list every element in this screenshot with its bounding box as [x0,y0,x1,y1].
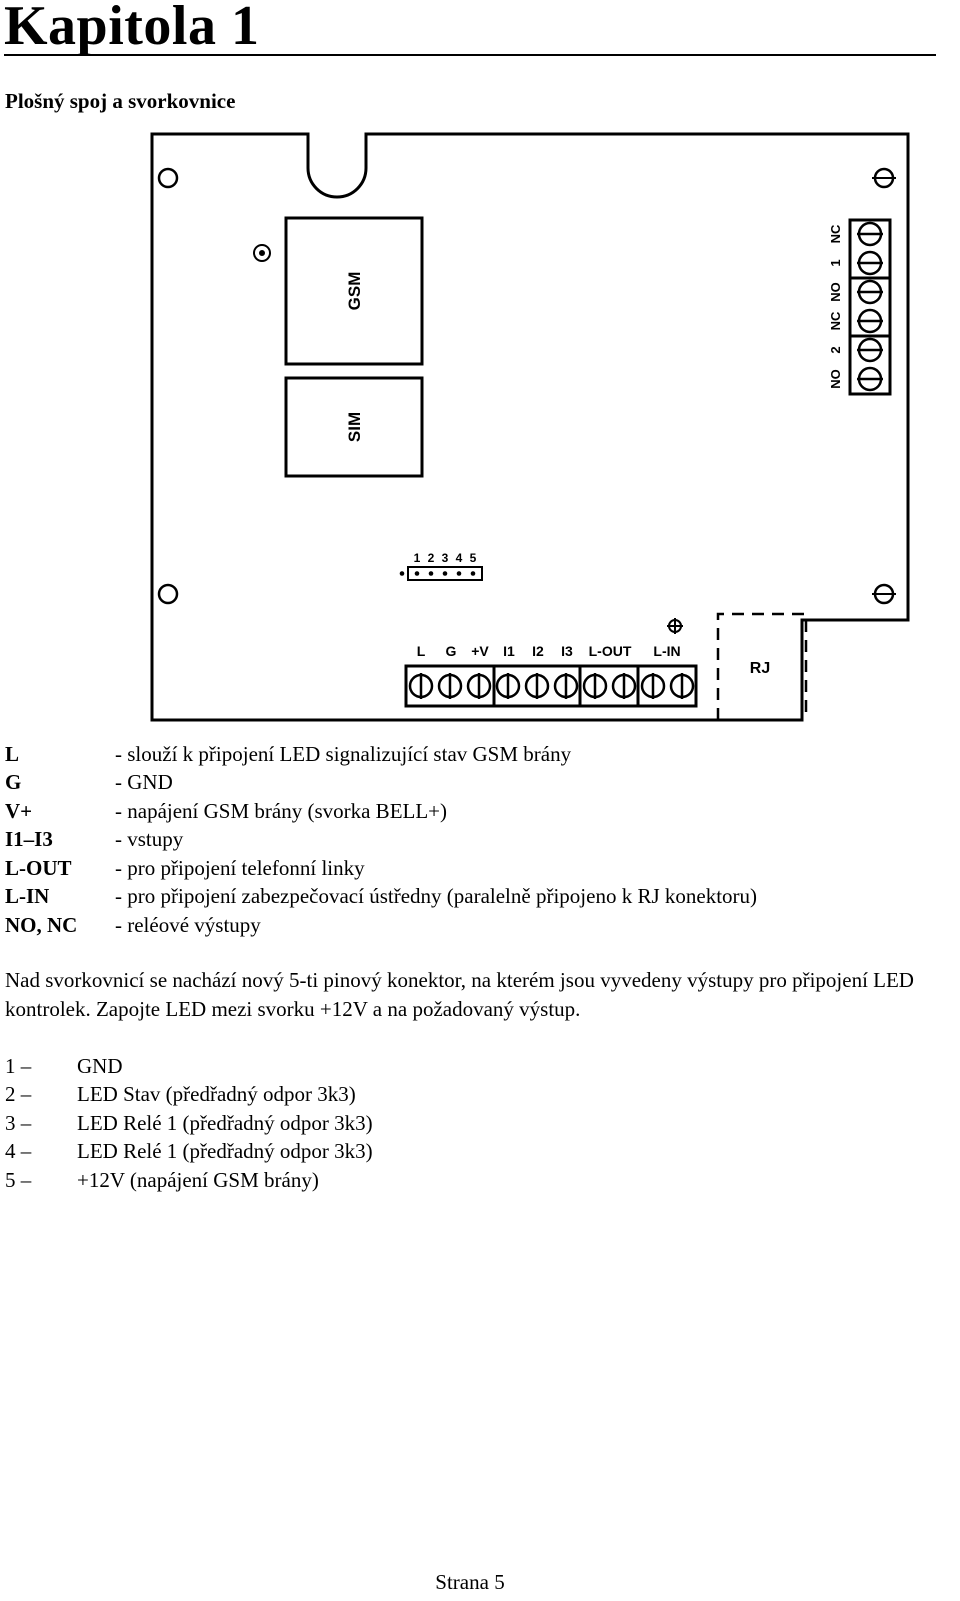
pin-number: 4 – [5,1139,32,1164]
header-pin-label: 2 [428,551,435,565]
pin-number: 1 – [5,1053,32,1078]
svg-text:NC: NC [828,311,843,330]
legend-row: G - GND [5,769,925,798]
legend-term: G [5,770,22,795]
screw-terminal [640,673,666,699]
title-rule [4,54,936,56]
legend-desc: - reléové výstupy [115,912,261,937]
header-pin-label: 3 [442,551,449,565]
bottom-terminal-block [404,664,698,708]
pin-row: 4 – LED Relé 1 (předřadný odpor 3k3) [5,1138,605,1167]
legend-desc: - pro připojení telefonní linky [115,855,365,880]
chapter-title: Kapitola 1 [4,0,260,57]
board-outline [150,132,910,722]
pin-row: 2 – LED Stav (předřadný odpor 3k3) [5,1081,605,1110]
svg-text:L-IN: L-IN [653,643,680,659]
screw-terminal [857,366,883,392]
rj-connector: RJ [716,612,808,720]
svg-text:NO: NO [828,282,843,302]
section-heading: Plošný spoj a svorkovnice [5,89,236,113]
legend-desc: - pro připojení zabezpečovací ústředny (… [115,884,758,909]
pin-list: 1 – GND 2 – LED Stav (předřadný odpor 3k… [5,1052,605,1195]
pin-desc: +12V (napájení GSM brány) [77,1167,319,1192]
screw-terminal [553,673,579,699]
legend-row: V+ - napájení GSM brány (svorka BELL+) [5,797,925,826]
legend-term: L-OUT [5,855,72,880]
svg-text:1: 1 [828,259,843,266]
pin-desc: LED Relé 1 (předřadný odpor 3k3) [77,1110,373,1135]
screw-terminal [857,279,883,305]
page-number: Strana 5 [435,1570,505,1594]
svg-text:G: G [446,643,457,659]
screw-terminal [582,673,608,699]
screw-terminal [466,673,492,699]
legend-term: I1–I3 [5,827,53,852]
pin-desc: LED Stav (předřadný odpor 3k3) [77,1082,356,1107]
legend-row: L-IN - pro připojení zabezpečovací ústře… [5,883,925,912]
svg-text:NC: NC [828,224,843,243]
legend-term: L-IN [5,884,50,909]
pin-number: 5 – [5,1167,32,1192]
screw-terminal [495,673,521,699]
svg-text:2: 2 [828,346,843,353]
legend-desc: - napájení GSM brány (svorka BELL+) [115,798,448,823]
gsm-module [284,216,424,366]
screw-terminal [857,221,883,247]
svg-text:I3: I3 [561,643,573,659]
pin-row: 5 – +12V (napájení GSM brány) [5,1166,605,1195]
screw-terminal [524,673,550,699]
pcb-diagram: GSM SIM 1 2 3 4 5 L G +V I1 I2 I3 L-OUT … [150,132,910,722]
legend-term: NO, NC [5,912,78,937]
svg-text:I2: I2 [532,643,544,659]
svg-text:L-OUT: L-OUT [589,643,632,659]
connector-note: Nad svorkovnicí se nachází nový 5-ti pin… [5,968,914,1021]
mounting-hole-top-left [157,167,179,189]
header-pin-label: 1 [414,551,421,565]
rj-label: RJ [750,660,770,677]
screw-terminal [408,673,434,699]
legend-row: I1–I3 - vstupy [5,826,925,855]
pin-row: 1 – GND [5,1052,605,1081]
sim-holder [284,376,424,478]
svg-text:NO: NO [828,369,843,389]
pin-desc: GND [77,1053,123,1078]
screw-terminal [857,337,883,363]
legend-row: NO, NC - reléové výstupy [5,911,925,940]
pin-desc: LED Relé 1 (předřadný odpor 3k3) [77,1139,373,1164]
five-pin-header: 1 2 3 4 5 [399,551,483,581]
legend-desc: - vstupy [115,827,184,852]
header-pin-label: 4 [456,551,463,565]
pin-number: 2 – [5,1082,32,1107]
terminal-legend: L - slouží k připojení LED signalizující… [5,740,925,940]
mounting-hole-bottom-left [157,583,179,605]
pin-row: 3 – LED Relé 1 (předřadný odpor 3k3) [5,1109,605,1138]
relay-terminal-block [848,218,892,396]
screw-terminal [857,308,883,334]
pin-number: 3 – [5,1110,32,1135]
bottom-terminal-labels: L G +V I1 I2 I3 L-OUT L-IN [417,643,681,659]
svg-text:I1: I1 [503,643,515,659]
screw-terminal [437,673,463,699]
legend-desc: - slouží k připojení LED signalizující s… [115,741,572,766]
legend-row: L - slouží k připojení LED signalizující… [5,740,925,769]
gsm-label: GSM [345,272,364,311]
svg-text:+V: +V [471,643,489,659]
legend-desc: - GND [115,770,173,795]
screw-terminal [611,673,637,699]
legend-row: L-OUT - pro připojení telefonní linky [5,854,925,883]
relay-terminal-labels: NC 1 NO NC 2 NO [828,224,843,389]
header-pin-label: 5 [470,551,477,565]
legend-term: L [5,741,20,766]
screw-terminal [857,250,883,276]
screw-terminal [669,673,695,699]
legend-term: V+ [5,798,33,823]
sim-label: SIM [345,412,364,442]
fiducial-mark [253,244,271,262]
svg-text:L: L [417,643,426,659]
